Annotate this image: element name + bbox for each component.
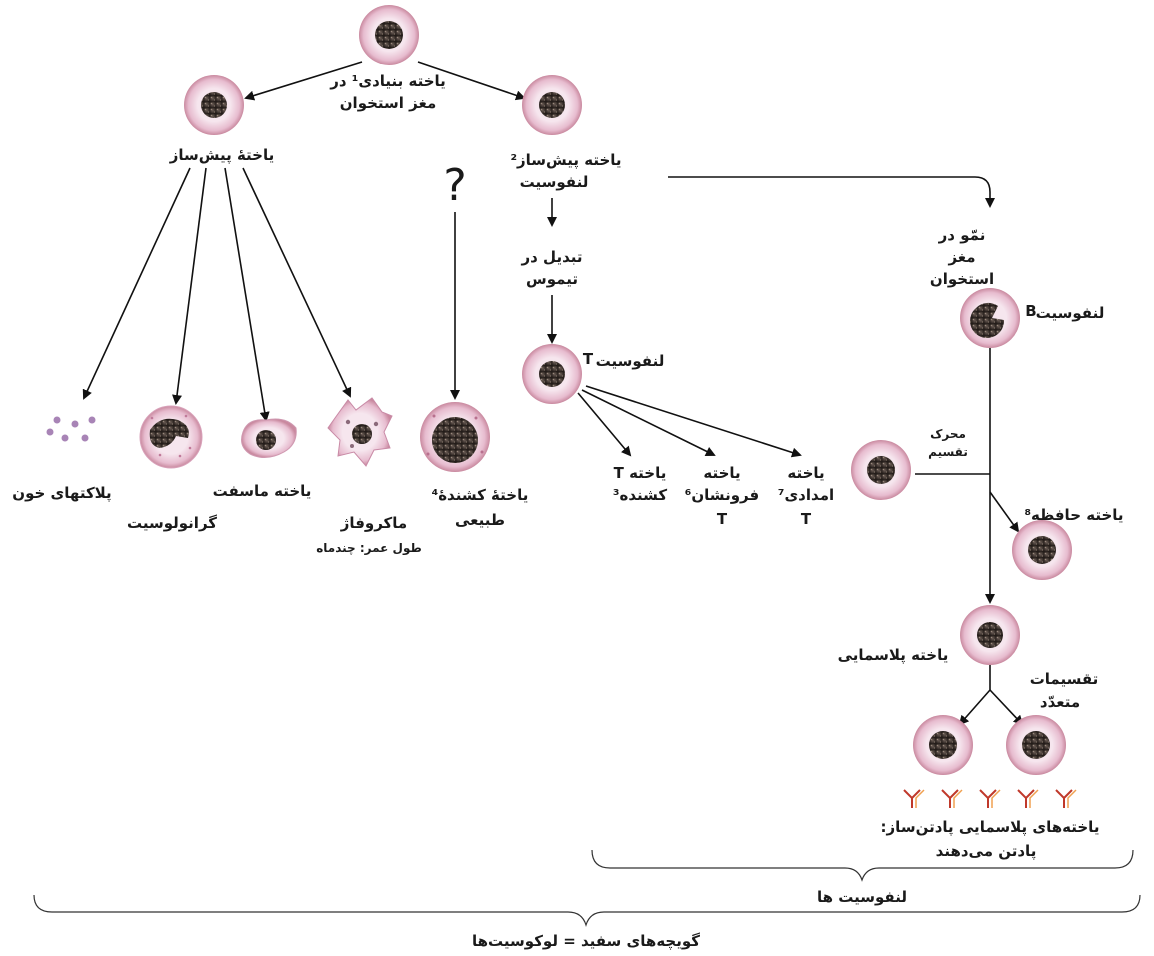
leukocytes-label: گویچه‌های سفید = لوکوسیت‌ها (472, 932, 700, 951)
arrow-to-memory-cell (989, 491, 1020, 533)
stem-cell (359, 5, 419, 65)
helper-t-label-line1: یاخته (787, 464, 824, 482)
memory-cell (1012, 520, 1072, 580)
arrow-to-platelets (82, 167, 191, 400)
arrow-to-plasma-daughter-right (989, 689, 1024, 726)
suppressor-t-label-line2: فرونشان⁶ (685, 486, 759, 504)
lymphocytes-label: لنفوسیت ها (817, 888, 907, 906)
antibody-icon (1055, 789, 1077, 808)
lymphoid-progenitor-label-line1: یاخته پیش‌ساز² (510, 151, 621, 170)
antibody-icon (979, 789, 1001, 808)
arrow-stem-to-myeloid (244, 61, 363, 101)
labels: یاخته بنیادی¹ در مغز استخوان یاختهٔ پیش‌… (12, 72, 1123, 951)
b-lymphocyte-label: لنفوسیت (1036, 304, 1105, 322)
mast-cell-label: یاخته ماسفت (213, 482, 312, 500)
arrow-to-killer-t (577, 392, 632, 457)
lymphoid-progenitor-label-line2: لنفوسیت (520, 173, 589, 191)
arrow-to-granulocyte (172, 167, 207, 405)
platelets (46, 416, 96, 442)
plasma-cell (960, 605, 1020, 665)
antibody-icon (1017, 789, 1039, 808)
antibody-icon (941, 789, 963, 808)
helper-t-label-line3: T (801, 510, 812, 528)
arrow-to-suppressor-t (581, 389, 716, 456)
killer-t-label-line1: یاخته T (614, 464, 667, 482)
question-mark: ? (443, 160, 466, 211)
division-stimulus-line2: تقسیم (928, 445, 968, 459)
platelets-label: پلاکتهای خون (12, 484, 111, 503)
multiple-divisions-line2: متعدّد (1040, 693, 1080, 711)
antibody-producing-line2: پادتن می‌دهند (936, 842, 1037, 861)
antibody-producing-line1: یاخته‌های پلاسمایی پادتن‌ساز: (881, 818, 1100, 837)
stem-cell-label-line1: یاخته بنیادی¹ در (329, 72, 446, 90)
macrophage-label: ماکروفاژ (340, 514, 407, 532)
myeloid-progenitor-label: یاختهٔ پیش‌ساز (169, 146, 275, 165)
myeloid-progenitor-cell (184, 75, 244, 135)
nk-cell-label-line1: یاختهٔ کشندهٔ⁴ (432, 486, 529, 504)
thymus-label-line2: تیموس (526, 270, 578, 288)
arrow-to-plasma-daughter-left (958, 662, 991, 726)
stem-cell-label-line2: مغز استخوان (340, 94, 436, 112)
granulocyte-cell (139, 405, 203, 469)
nk-cell-label-line2: طبیعی (455, 511, 505, 529)
granulocyte-label: گرانولوسیت (127, 514, 217, 532)
mast-cell (241, 418, 297, 458)
arrow-lymphoid-to-bone-marrow (668, 176, 995, 208)
multiple-divisions-line1: تقسیمات (1030, 670, 1099, 688)
bone-marrow-dev-line3: استخوان (930, 270, 994, 288)
brace-plasma-cells (591, 849, 1134, 882)
connectors (82, 61, 1024, 726)
b-lymphocyte-letter: B (1025, 302, 1036, 320)
arrow-to-mast-cell (224, 167, 270, 422)
t-lymphocyte-letter: T (583, 350, 594, 368)
plasma-daughter-right (1006, 715, 1066, 775)
lymphoid-progenitor-cell (522, 75, 582, 135)
thymus-label-line1: تبدیل در (521, 248, 583, 266)
arrow-stem-to-lymphoid (417, 61, 526, 101)
brace-lymphocytes (33, 894, 1141, 928)
arrow-to-macrophage (242, 167, 352, 398)
arrow-to-helper-t (585, 385, 802, 458)
t-lymphocyte-label: لنفوسیت (596, 352, 665, 370)
antibodies (903, 789, 1077, 808)
division-stimulus-line1: محرک (930, 427, 966, 441)
t-lymphocyte-cell (522, 344, 582, 404)
stimulated-b-cell (851, 440, 911, 500)
nk-cell (420, 402, 490, 472)
memory-cell-label: یاخته حافظه⁸ (1024, 506, 1123, 524)
suppressor-t-label-line3: T (717, 510, 728, 528)
plasma-daughter-left (913, 715, 973, 775)
macrophage-lifespan: طول عمر: چندماه (316, 541, 422, 556)
antibody-icon (903, 789, 925, 808)
killer-t-label-line2: کشنده³ (613, 486, 667, 504)
plasma-cell-label: یاخته پلاسمایی (838, 646, 949, 665)
b-lymphocyte-cell (960, 288, 1020, 348)
suppressor-t-label-line1: یاخته (703, 464, 740, 482)
helper-t-label-line2: امدادی⁷ (778, 486, 834, 504)
bone-marrow-dev-line2: مغز (947, 248, 975, 266)
bone-marrow-dev-line1: نمّو در (938, 226, 986, 244)
macrophage-cell (327, 397, 393, 467)
